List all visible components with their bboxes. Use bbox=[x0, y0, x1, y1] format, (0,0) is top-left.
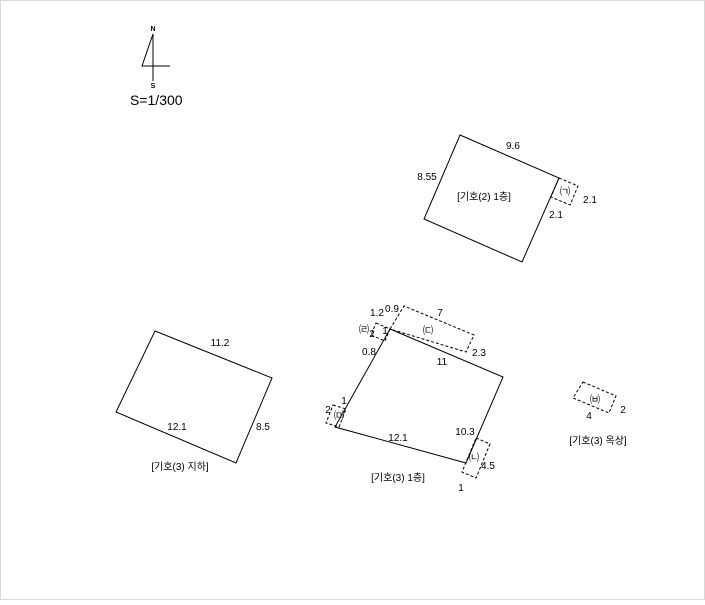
bldg3-dim-0-8: 0.8 bbox=[362, 347, 376, 358]
bldg3-annex-n-outline bbox=[461, 437, 491, 479]
bldg3-annex-m-dim-a: 2 bbox=[325, 405, 331, 416]
bldg3-rooftop-dim-a: 4 bbox=[586, 411, 592, 422]
bldg2-floor1: 9.6 8.55 2.1 ㈀ 2.1 [기호(2) 1층] bbox=[417, 134, 597, 263]
bldg2-dim-right: 2.1 bbox=[549, 210, 563, 221]
bldg3-annex-m-mark: ㈄ bbox=[334, 409, 344, 422]
bldg2-annex-outline bbox=[550, 177, 579, 206]
bldg3-annex-r-outline bbox=[370, 322, 391, 342]
bldg3-dim-10-3: 10.3 bbox=[455, 427, 475, 438]
bldg3-rooftop: ㈅ 4 2 [기호(3) 옥상] bbox=[569, 381, 627, 447]
bldg3-annex-r-mark: ㈃ bbox=[359, 324, 369, 336]
bldg3-basement: 11.2 12.1 8.5 [기호(3) 지하] bbox=[115, 330, 273, 473]
north-arrow: N S bbox=[141, 26, 170, 90]
bldg3-annex-c-mark: ㈂ bbox=[423, 325, 433, 337]
bldg2-floor1-caption: [기호(2) 1층] bbox=[457, 191, 511, 203]
bldg3-annex-c-dim-top: 7 bbox=[437, 308, 443, 319]
bldg3-basement-outline bbox=[115, 330, 273, 464]
bldg3-basement-caption: [기호(3) 지하] bbox=[151, 460, 209, 473]
bldg2-annex-mark: ㈀ bbox=[560, 185, 570, 198]
bldg3-annex-r-dim-a: 2 bbox=[369, 329, 375, 340]
bldg2-annex-dim: 2.1 bbox=[583, 195, 597, 206]
bldg3-dim-0-9: 0.9 bbox=[385, 304, 399, 315]
bldg3-dim-12-1: 12.1 bbox=[388, 433, 408, 444]
north-label: N bbox=[150, 26, 155, 33]
bldg2-floor1-outline bbox=[423, 134, 560, 263]
bldg3-basement-dim-right: 8.5 bbox=[256, 422, 270, 433]
bldg3-annex-m-outline bbox=[325, 404, 347, 428]
bldg2-dim-left: 8.55 bbox=[417, 172, 437, 183]
bldg3-floor1: 11 12.1 10.3 0.8 1.2 0.9 7 2.3 ㈂ ㈃ 2 1 ㈄… bbox=[325, 304, 504, 494]
bldg3-annex-c-dim-right: 2.3 bbox=[472, 348, 486, 359]
bldg3-rooftop-caption: [기호(3) 옥상] bbox=[569, 435, 627, 447]
bldg3-annex-c-outline bbox=[389, 305, 475, 353]
bldg3-dim-11: 11 bbox=[437, 357, 448, 368]
bldg3-basement-dim-bottom: 12.1 bbox=[167, 422, 187, 433]
north-arrow-head bbox=[141, 33, 170, 67]
bldg3-rooftop-annex-mark: ㈅ bbox=[590, 394, 600, 406]
bldg3-annex-n-dim-b: 1 bbox=[458, 483, 464, 494]
bldg3-annex-r-dim-b: 1 bbox=[382, 326, 388, 337]
bldg3-floor1-caption: [기호(3) 1층] bbox=[371, 472, 425, 484]
bldg3-rooftop-dim-b: 2 bbox=[620, 405, 626, 416]
bldg3-annex-n-dim-a: 4.5 bbox=[481, 461, 495, 472]
scale-label: S=1/300 bbox=[130, 92, 183, 108]
bldg2-dim-top: 9.6 bbox=[506, 141, 520, 152]
bldg3-dim-1-2: 1.2 bbox=[370, 308, 384, 319]
bldg3-annex-n-mark: ㈁ bbox=[469, 452, 479, 464]
bldg3-basement-dim-top: 11.2 bbox=[211, 338, 230, 349]
bldg3-annex-m-dim-b: 1 bbox=[341, 396, 347, 407]
south-label: S bbox=[151, 83, 156, 90]
